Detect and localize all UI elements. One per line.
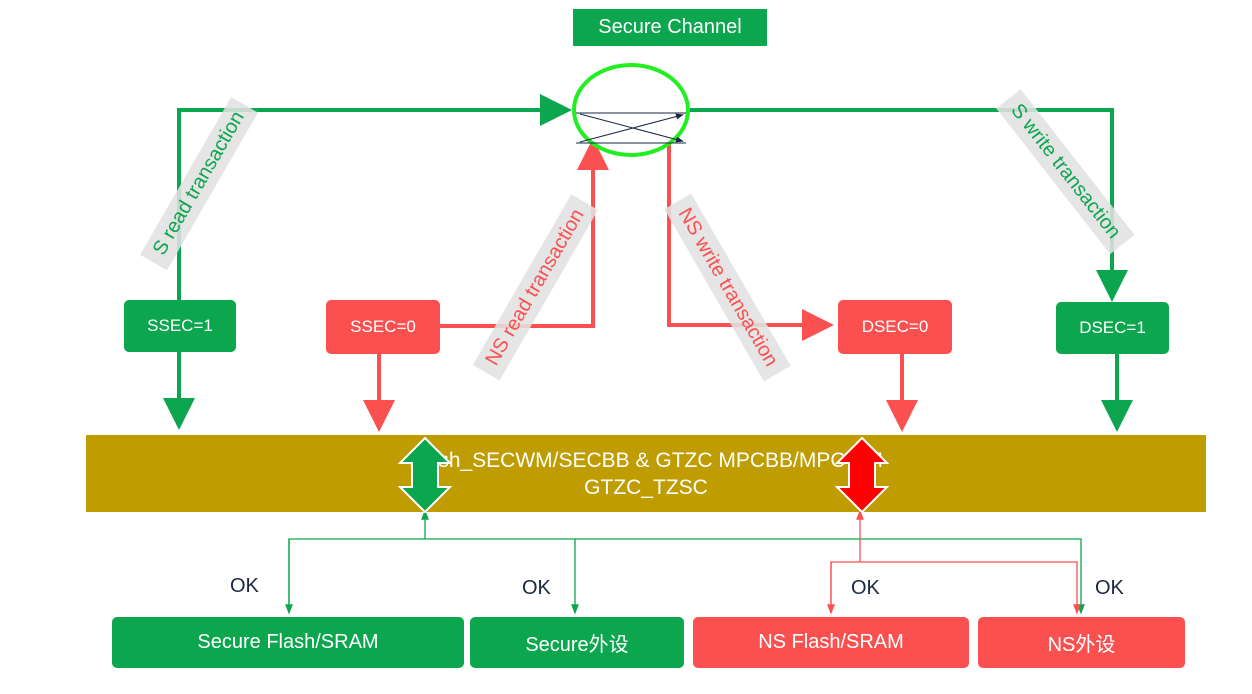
ok-label-ns-flash: OK xyxy=(851,577,880,599)
secure-to-ns-line xyxy=(575,538,1085,615)
dsec0-box: DSEC=0 xyxy=(838,300,952,354)
security-filter-line-1: Flash_SECWM/SECBB & GTZC MPCBB/MPCWM xyxy=(409,448,883,472)
secure-channel-ellipse xyxy=(572,63,690,157)
ok-label-secure-peripheral: OK xyxy=(522,577,551,599)
secure-peripheral-box: Secure外设 xyxy=(470,617,684,668)
ssec1-box: SSEC=1 xyxy=(124,300,236,352)
ns-flash-sram-box: NS Flash/SRAM xyxy=(693,617,969,668)
secure-flash-sram-box: Secure Flash/SRAM xyxy=(112,617,464,668)
dsec1-box: DSEC=1 xyxy=(1056,302,1169,354)
ssec0-box: SSEC=0 xyxy=(326,300,440,354)
secure-bidirectional-arrow-icon xyxy=(397,436,453,514)
security-filter-line-2: GTZC_TZSC xyxy=(584,475,708,499)
ns-bidirectional-arrow-icon xyxy=(834,436,890,514)
ok-label-secure-flash: OK xyxy=(230,575,259,597)
ok-label-ns-peripheral: OK xyxy=(1095,577,1124,599)
ns-write-line xyxy=(667,138,834,341)
ns-peripheral-box: NS外设 xyxy=(978,617,1185,668)
channel-cross-line-3 xyxy=(579,113,684,143)
security-filter-bar: Flash_SECWM/SECBB & GTZC MPCBB/MPCWM GTZ… xyxy=(86,435,1206,512)
secure-channel-title: Secure Channel xyxy=(573,9,767,46)
channel-cross-line-4 xyxy=(579,113,684,143)
